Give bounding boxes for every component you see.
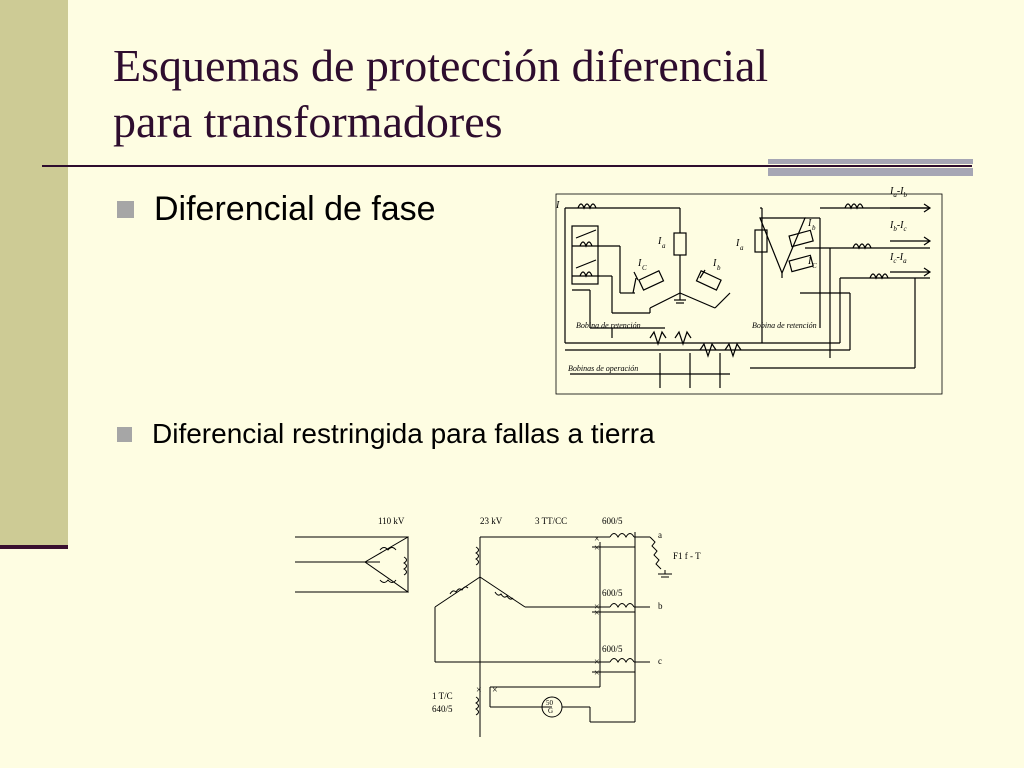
neutral-ct-label: 1 T/C xyxy=(432,691,453,701)
bullet-text: Diferencial restringida para fallas a ti… xyxy=(152,418,655,449)
title-accent-bar-lower xyxy=(768,168,973,176)
slide-title: Esquemas de protección diferencial para … xyxy=(113,38,973,150)
svg-text:×: × xyxy=(594,668,600,679)
title-line-1: Esquemas de protección diferencial xyxy=(113,40,769,91)
label-ib-sub: b xyxy=(717,264,721,272)
left-decor-band xyxy=(0,0,68,545)
svg-text:×: × xyxy=(594,657,600,668)
svg-text:×: × xyxy=(594,534,600,545)
bullet-item: Diferencial de fase xyxy=(117,190,436,229)
output-ca-label: Ic-Ia xyxy=(889,252,907,265)
phase-a-label: a xyxy=(658,530,662,540)
bullet-text: Diferencial de fase xyxy=(154,190,436,228)
label-i: I xyxy=(555,200,560,211)
bullet-square-icon xyxy=(117,201,134,218)
current-transformers-label: 3 TT/CC xyxy=(535,516,567,526)
svg-text:×: × xyxy=(594,543,600,554)
label-ic-right-sub: C xyxy=(812,262,817,270)
relay-g-label: G xyxy=(548,707,553,715)
operation-coils-label: Bobinas de operación xyxy=(568,364,638,373)
title-accent-bar xyxy=(768,159,973,164)
svg-text:×: × xyxy=(492,685,498,696)
phase-b-label: b xyxy=(658,601,663,611)
label-ia-right-sub: a xyxy=(740,244,744,252)
restricted-ground-fault-diagram: 110 kV 23 kV 3 TT/CC 600/5 600/5 600/5 a… xyxy=(295,516,701,737)
ct-ratio-b: 600/5 xyxy=(602,588,623,598)
low-voltage-label: 23 kV xyxy=(480,516,503,526)
retention-coil-right-label: Bobina de retención xyxy=(752,321,817,330)
fault-label: F1 f - T xyxy=(673,551,701,561)
bullet-square-icon xyxy=(117,426,132,442)
label-ib: I xyxy=(712,258,717,269)
neutral-ct-ratio: 640/5 xyxy=(432,704,453,714)
label-ib-right-sub: b xyxy=(812,224,816,232)
label-ia: I xyxy=(657,236,662,247)
retention-coil-left-label: Bobina de retención xyxy=(576,321,641,330)
ct-cross-markers: ×× ×× ×× ×× xyxy=(476,534,600,696)
svg-text:×: × xyxy=(594,608,600,619)
phase-c-label: c xyxy=(658,656,662,666)
phase-differential-diagram: I I a I C I b I a I b I C Ia-Ib Ib-Ic Ic… xyxy=(555,186,943,395)
label-ia-sub: a xyxy=(662,242,666,250)
title-underline xyxy=(42,165,972,167)
ct-ratio-a: 600/5 xyxy=(602,516,623,526)
bullet-item: Diferencial restringida para fallas a ti… xyxy=(117,418,655,450)
title-line-2: para transformadores xyxy=(113,96,503,147)
svg-text:×: × xyxy=(594,602,600,613)
label-ic: I xyxy=(637,258,642,269)
output-ab-label: Ia-Ib xyxy=(889,186,908,199)
label-ic-right: I xyxy=(807,256,812,267)
svg-text:×: × xyxy=(476,685,482,696)
ct-ratio-c: 600/5 xyxy=(602,644,623,654)
output-bc-label: Ib-Ic xyxy=(889,220,908,233)
left-decor-line xyxy=(0,545,68,549)
label-ia-right: I xyxy=(735,238,740,249)
relay-50-label: 50 xyxy=(546,699,554,707)
high-voltage-label: 110 kV xyxy=(378,516,405,526)
label-ib-right: I xyxy=(807,218,812,229)
label-ic-sub: C xyxy=(642,264,647,272)
